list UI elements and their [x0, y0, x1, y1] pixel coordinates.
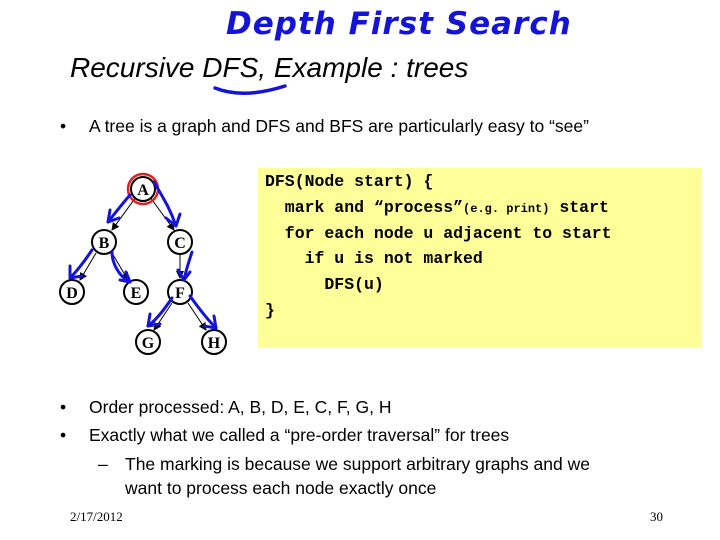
dash-marker: – [98, 454, 108, 474]
title-prefix: Recursive [70, 52, 203, 83]
tree-node-c: C [167, 229, 193, 255]
traversal-annotation-arrows [68, 180, 218, 330]
code-line-4: if u is not marked [265, 249, 483, 268]
svg-text:D: D [66, 285, 78, 302]
tree-node-b: B [91, 229, 117, 255]
svg-text:H: H [208, 335, 221, 352]
bullet-marker: • [60, 425, 67, 445]
bullet-order: • Order processed: A, B, D, E, C, F, G, … [60, 397, 392, 418]
bullet-preorder: • Exactly what we called a “pre-order tr… [60, 425, 510, 446]
slide-title: Recursive DFS, Example : trees [70, 52, 468, 84]
tree-node-a: A [130, 176, 156, 202]
dfs-pseudocode-box: DFS(Node start) { mark and “process”(e.g… [258, 168, 702, 348]
tree-diagram: A B C D E F G H [59, 172, 227, 355]
svg-text:A: A [137, 182, 149, 199]
sub-bullet-line-1: The marking is because we support arbitr… [125, 454, 590, 474]
sub-bullet-marking-cont: want to process each node exactly once [125, 478, 436, 499]
svg-text:B: B [99, 235, 110, 252]
tree-node-h: H [201, 329, 227, 355]
bullet-preorder-text: Exactly what we called a “pre-order trav… [89, 425, 510, 445]
sub-bullet-line-2: want to process each node exactly once [125, 478, 437, 498]
svg-text:E: E [131, 285, 142, 302]
svg-text:C: C [174, 235, 186, 252]
tree-node-e: E [123, 279, 149, 305]
svg-text:G: G [142, 335, 155, 352]
svg-text:F: F [175, 285, 185, 302]
bullet-marker: • [60, 116, 67, 136]
code-line-2-note: (e.g. print) [463, 202, 550, 216]
bullet-intro: • A tree is a graph and DFS and BFS are … [60, 116, 589, 137]
footer-page-number: 30 [650, 509, 663, 524]
tree-node-f: F [167, 279, 193, 305]
title-underlined-dfs: DFS [202, 52, 259, 83]
code-line-5: DFS(u) [265, 275, 384, 294]
footer-date: 2/17/2012 [70, 509, 123, 524]
handwritten-title: Depth First Search [226, 6, 572, 42]
title-suffix: , Example : trees [258, 52, 469, 83]
tree-node-g: G [135, 329, 161, 355]
bullet-order-text: Order processed: A, B, D, E, C, F, G, H [89, 397, 392, 417]
bullet-marker: • [60, 397, 67, 417]
code-line-3: for each node u adjacent to start [265, 224, 612, 243]
bullet-intro-text: A tree is a graph and DFS and BFS are pa… [89, 116, 589, 136]
tree-node-d: D [59, 279, 85, 305]
code-line-1: DFS(Node start) { [265, 172, 434, 191]
sub-bullet-marking: – The marking is because we support arbi… [98, 454, 590, 475]
code-line-6: } [265, 301, 275, 320]
dfs-underline-mark [213, 84, 287, 95]
code-line-2: mark and “process”(e.g. print) start [265, 198, 609, 217]
